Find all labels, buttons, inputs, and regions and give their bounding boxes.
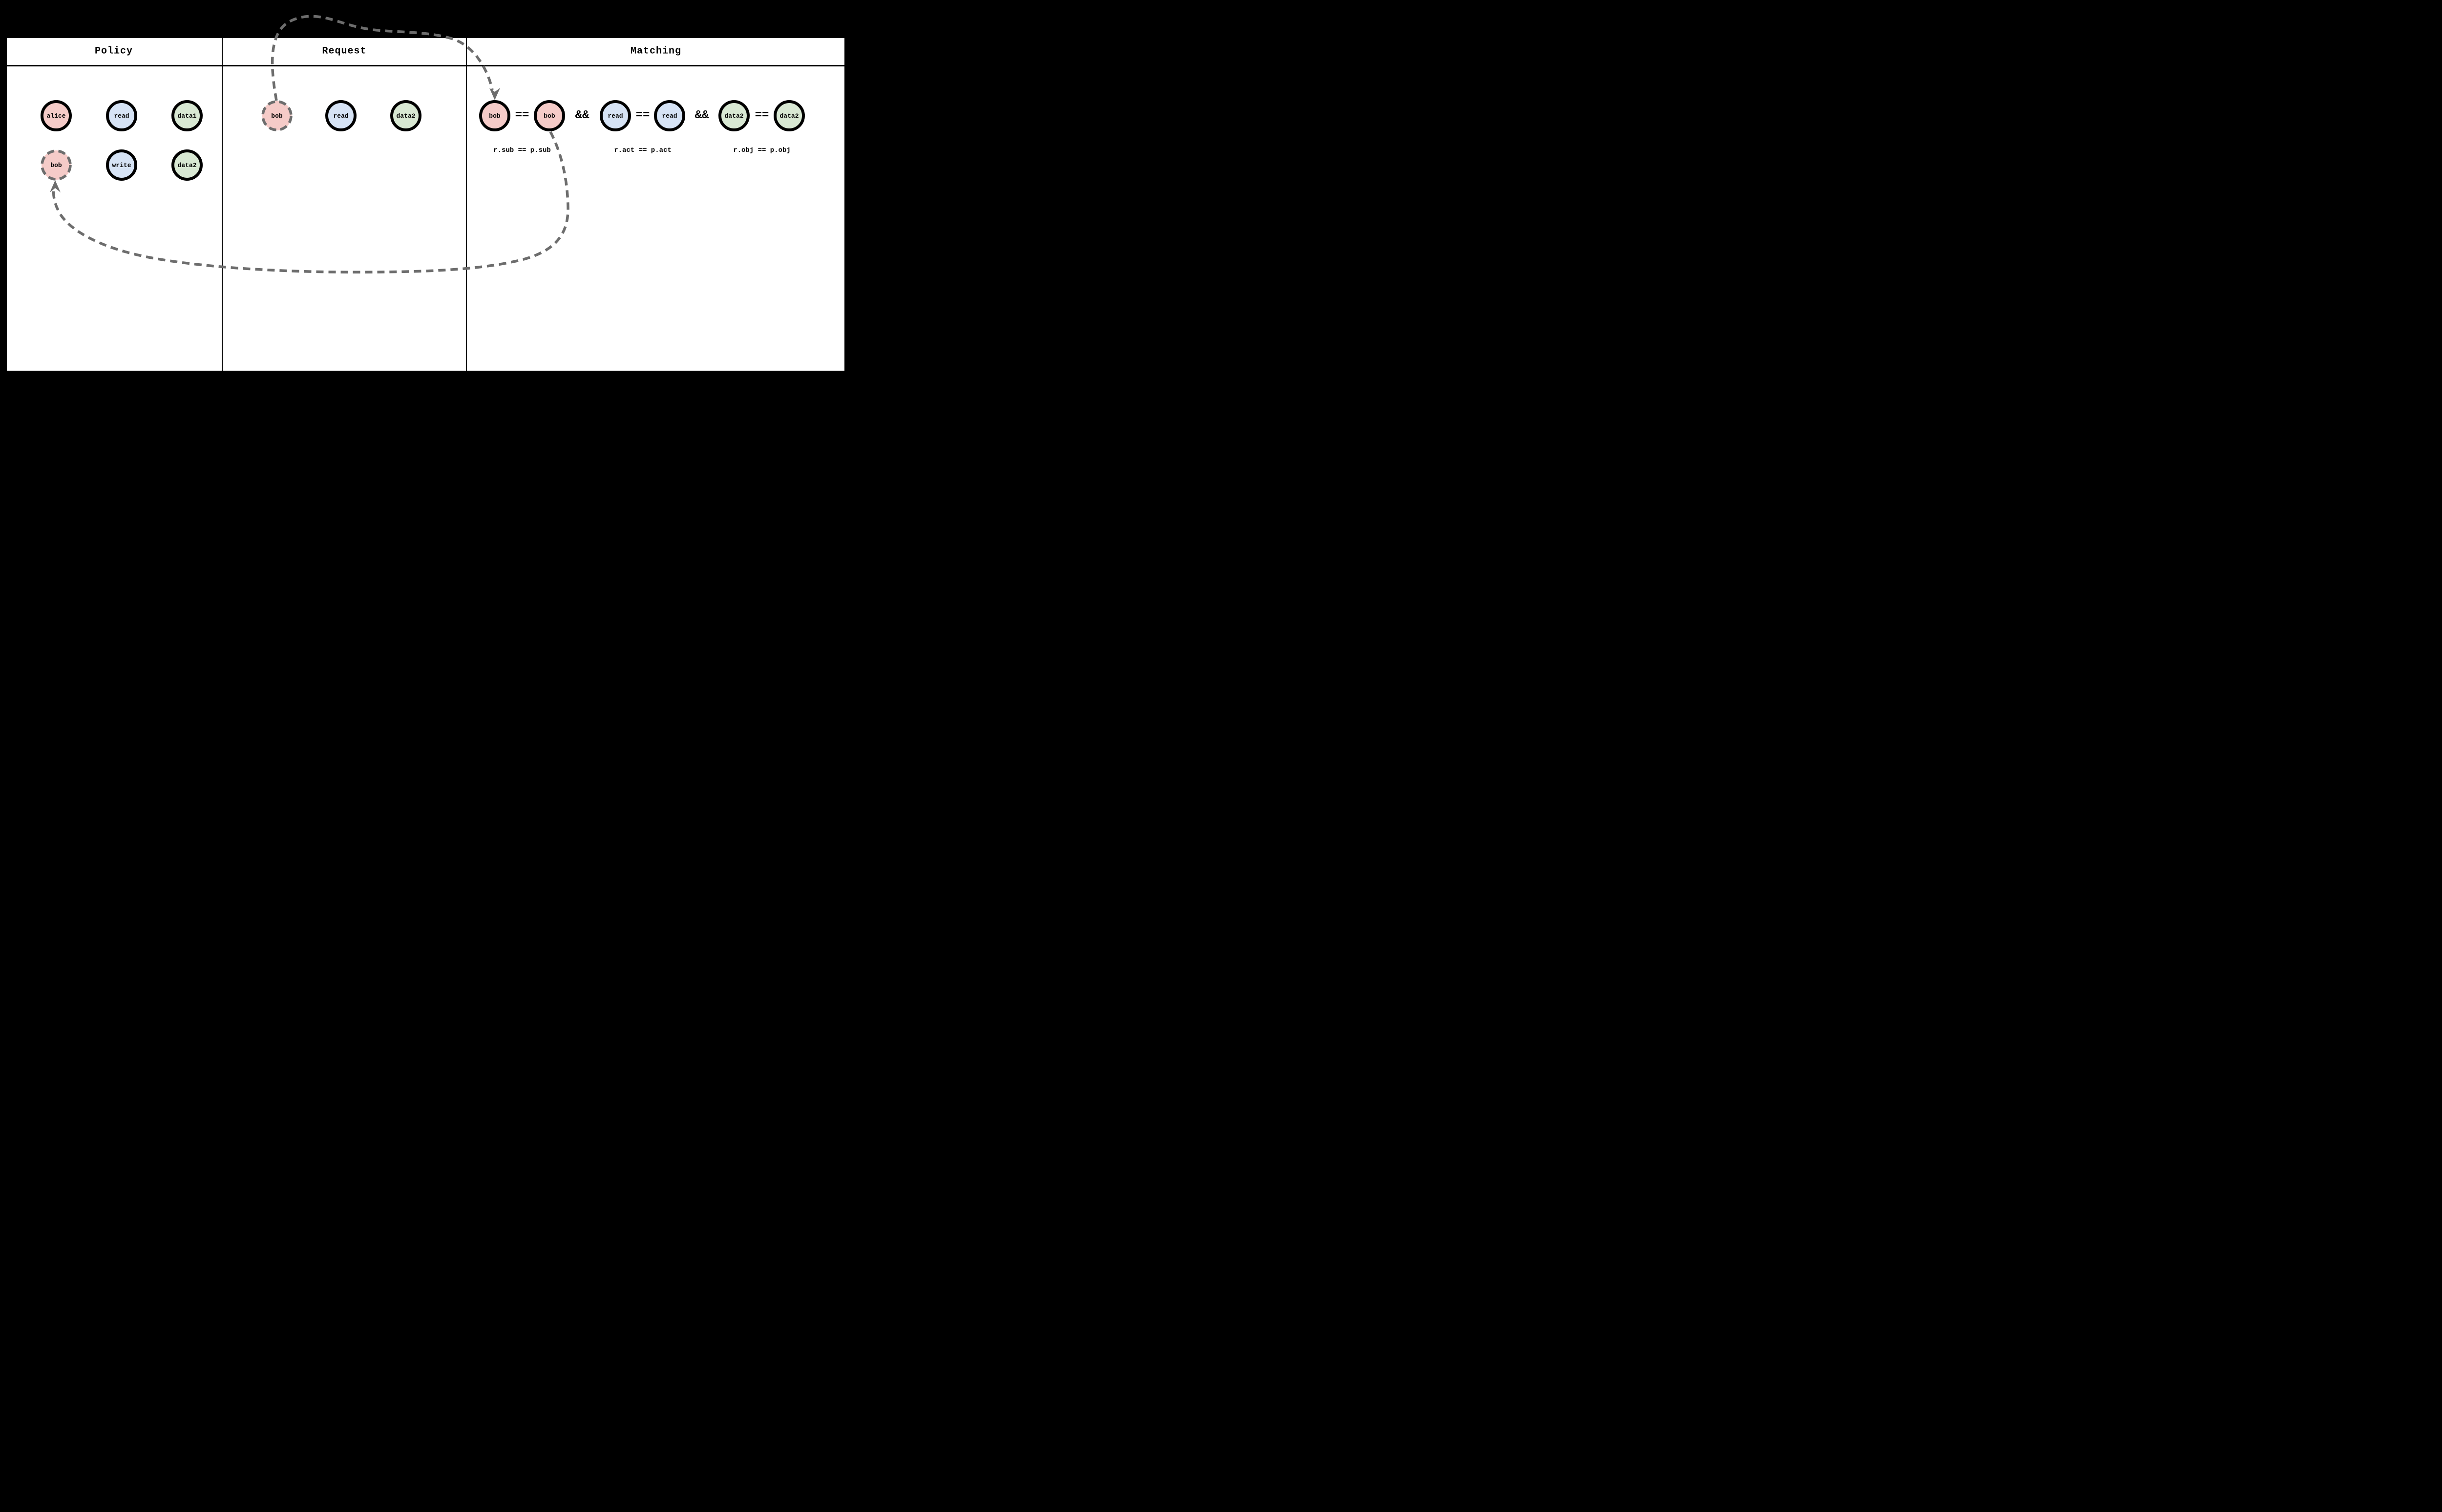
header-request: Request	[322, 45, 367, 57]
caption-obj-match: r.obj == p.obj	[733, 147, 791, 154]
request-node-data2: data2	[390, 100, 421, 131]
and-operator-2: &&	[695, 109, 709, 122]
header-matching: Matching	[630, 45, 682, 57]
matching-node-read-policy: read	[654, 100, 685, 131]
matching-node-data2-policy: data2	[774, 100, 805, 131]
policy-node-data1: data1	[171, 100, 203, 131]
equals-operator-sub: ==	[515, 109, 529, 122]
policy-node-write: write	[106, 149, 137, 181]
diagram-canvas: Policy Request Matching alice read data1…	[0, 0, 851, 378]
divider-policy-request	[222, 37, 223, 372]
equals-operator-act: ==	[635, 109, 650, 122]
header-policy: Policy	[94, 45, 133, 57]
diagram-frame	[5, 37, 846, 372]
policy-node-read: read	[106, 100, 137, 131]
request-node-bob-highlighted: bob	[262, 101, 292, 130]
matching-node-bob-request: bob	[479, 100, 510, 131]
matching-node-bob-policy: bob	[534, 100, 565, 131]
caption-act-match: r.act == p.act	[614, 147, 672, 154]
request-node-read: read	[325, 100, 357, 131]
policy-node-alice: alice	[41, 100, 72, 131]
equals-operator-obj: ==	[755, 109, 769, 122]
header-separator-line	[5, 65, 846, 66]
divider-request-matching	[466, 37, 467, 372]
policy-node-bob-highlighted: bob	[42, 150, 71, 180]
and-operator-1: &&	[575, 109, 589, 122]
matching-node-data2-request: data2	[718, 100, 750, 131]
matching-node-read-request: read	[600, 100, 631, 131]
caption-sub-match: r.sub == p.sub	[493, 147, 551, 154]
policy-node-data2: data2	[171, 149, 203, 181]
